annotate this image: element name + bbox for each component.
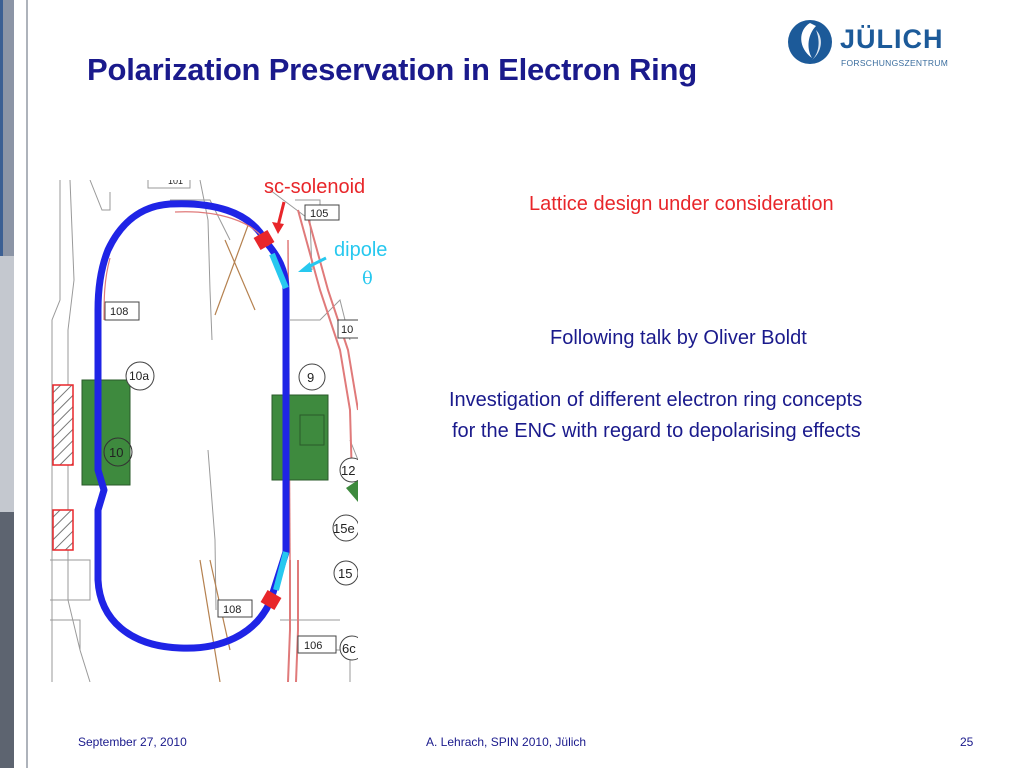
lattice-design-note: Lattice design under consideration [529, 193, 834, 215]
footer-author: A. Lehrach, SPIN 2010, Jülich [426, 735, 587, 749]
dipole-segment-lower [273, 551, 289, 591]
site-map-drawing: 108 10a 10 105 10 9 12 15e 15 108 106 6c [50, 176, 365, 683]
building-number: 15 [338, 566, 352, 581]
dipole-arrow-icon [298, 256, 327, 272]
sidebar-block-middle [0, 256, 14, 512]
green-building-left [81, 379, 131, 486]
footer-date: September 27, 2010 [78, 735, 187, 749]
building-number: 10 [341, 324, 353, 336]
investigation-text-line2: for the ENC with regard to depolarising … [452, 420, 861, 442]
footer-page-number: 25 [960, 735, 974, 749]
building-number: 10a [129, 369, 149, 383]
sc-solenoid-lower [260, 589, 282, 611]
juelich-logo-icon [788, 20, 832, 64]
building-number: 108 [223, 604, 241, 616]
slide-sidebar [0, 0, 14, 768]
hatched-building-upper [52, 384, 74, 466]
dipole-label: dipole [334, 239, 388, 261]
solenoid-arrow-icon [272, 201, 286, 234]
slide-title: Polarization Preservation in Electron Ri… [87, 52, 698, 87]
building-number: 105 [310, 208, 328, 220]
building-number: 12 [341, 463, 355, 478]
sidebar-block-bottom [0, 512, 14, 768]
building-number: 106 [304, 640, 322, 652]
building-number: 6c [342, 641, 356, 656]
building-number: 10 [109, 445, 123, 460]
logo-wordmark: JÜLICH [840, 24, 944, 54]
following-talk-note: Following talk by Oliver Boldt [550, 327, 807, 349]
investigation-text-line1: Investigation of different electron ring… [449, 389, 863, 411]
juelich-logo: JÜLICH FORSCHUNGSZENTRUM [786, 14, 966, 72]
sc-solenoid-upper [253, 229, 275, 251]
building-number: 15e [333, 521, 355, 536]
green-building-edge [346, 480, 358, 502]
theta-label: θ [362, 268, 373, 289]
sidebar-block-top [0, 0, 14, 256]
logo-subtitle: FORSCHUNGSZENTRUM [841, 58, 949, 68]
building-number: 9 [307, 370, 314, 385]
sc-solenoid-label: sc-solenoid [264, 176, 366, 198]
building-number: 101 [168, 180, 183, 186]
sidebar-stripe [0, 0, 3, 256]
ring-site-map: 108 10a 10 105 10 9 12 15e 15 108 106 6c [50, 176, 365, 683]
hatched-building-lower [52, 509, 74, 551]
building-number: 108 [110, 306, 128, 318]
dipole-segment-upper [269, 252, 289, 290]
sidebar-divider [26, 0, 28, 768]
